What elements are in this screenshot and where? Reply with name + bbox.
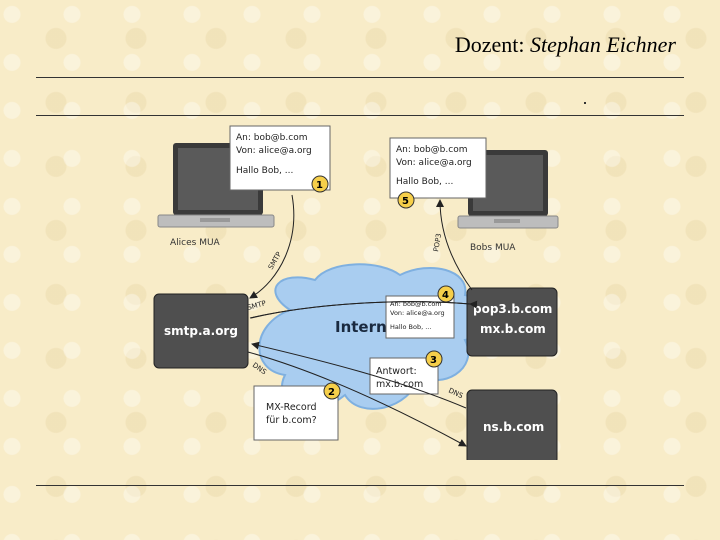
bob-mua-label: Bobs MUA: [470, 243, 516, 253]
pop3-server: pop3.b.com mx.b.com: [466, 287, 558, 357]
ns-server: ns.b.com: [466, 389, 558, 465]
note1-body: Hallo Bob, ...: [236, 166, 293, 176]
top-rule-2: [36, 115, 684, 116]
dns-query-arrow: [247, 351, 467, 447]
step-1-label: 1: [316, 180, 323, 191]
smtp-arrow-alice-to-smtp: [249, 194, 295, 299]
mx-query-note: MX-Record für b.com? 2: [253, 382, 341, 441]
note1-from: Von: alice@a.org: [236, 146, 312, 156]
step-5-badge: [397, 191, 415, 209]
step-4-label: 4: [442, 290, 449, 301]
top-rule-1: [36, 77, 684, 78]
smtp-label-2: SMTP: [246, 299, 266, 312]
step-3-label: 3: [430, 355, 437, 366]
step-3-badge: [425, 350, 443, 368]
dns-answer-arrow: [251, 341, 467, 409]
dns-answer-line1: Antwort:: [376, 366, 417, 377]
ns-server-label: ns.b.com: [483, 420, 544, 434]
dns-answer-note: Antwort: mx.b.com 3: [369, 350, 443, 395]
mx-query-line2: für b.com?: [266, 415, 317, 426]
note5-from: Von: alice@a.org: [396, 158, 472, 168]
alice-mua-label: Alices MUA: [170, 238, 221, 248]
lecturer-header: Dozent: Stephan Eichner: [455, 32, 676, 58]
smtp-arrow-head: [250, 300, 478, 319]
step-2-badge: [323, 382, 341, 400]
step-2-label: 2: [328, 387, 335, 398]
pop3-label: POP3: [432, 233, 443, 253]
mail-note-1: An: bob@b.com Von: alice@a.org Hallo Bob…: [229, 125, 331, 193]
note4-from: Von: alice@a.org: [390, 309, 445, 317]
smtp-label-1: SMTP: [267, 251, 283, 271]
note4-body: Hallo Bob, ...: [390, 323, 431, 331]
mx-query-line1: MX-Record: [266, 402, 316, 413]
step-1-badge: [311, 175, 329, 193]
smtp-server-label: smtp.a.org: [164, 324, 238, 338]
note4-to: An: bob@b.com: [390, 300, 442, 308]
lecturer-label: Dozent:: [454, 32, 525, 57]
dns-answer-line2: mx.b.com: [376, 379, 423, 390]
note5-body: Hallo Bob, ...: [396, 177, 453, 187]
bottom-rule: [36, 485, 684, 486]
email-flow-diagram: Internet Alices MUA An: bob@b.com Von: a…: [140, 120, 580, 465]
step-5-label: 5: [402, 196, 409, 207]
pop3-server-line2: mx.b.com: [480, 322, 546, 336]
lecturer-name: Stephan Eichner: [529, 32, 676, 57]
dns-label-2: DNS: [447, 387, 465, 401]
decor-dot: [584, 102, 586, 104]
pop3-arrow: [436, 199, 473, 291]
pop3-server-line1: pop3.b.com: [473, 302, 552, 316]
note5-to: An: bob@b.com: [396, 145, 467, 155]
note1-to: An: bob@b.com: [236, 133, 307, 143]
smtp-server: smtp.a.org: [153, 293, 249, 369]
mail-note-4: An: bob@b.com Von: alice@a.org Hallo Bob…: [385, 285, 455, 339]
mail-note-5: An: bob@b.com Von: alice@a.org Hallo Bob…: [389, 137, 487, 209]
